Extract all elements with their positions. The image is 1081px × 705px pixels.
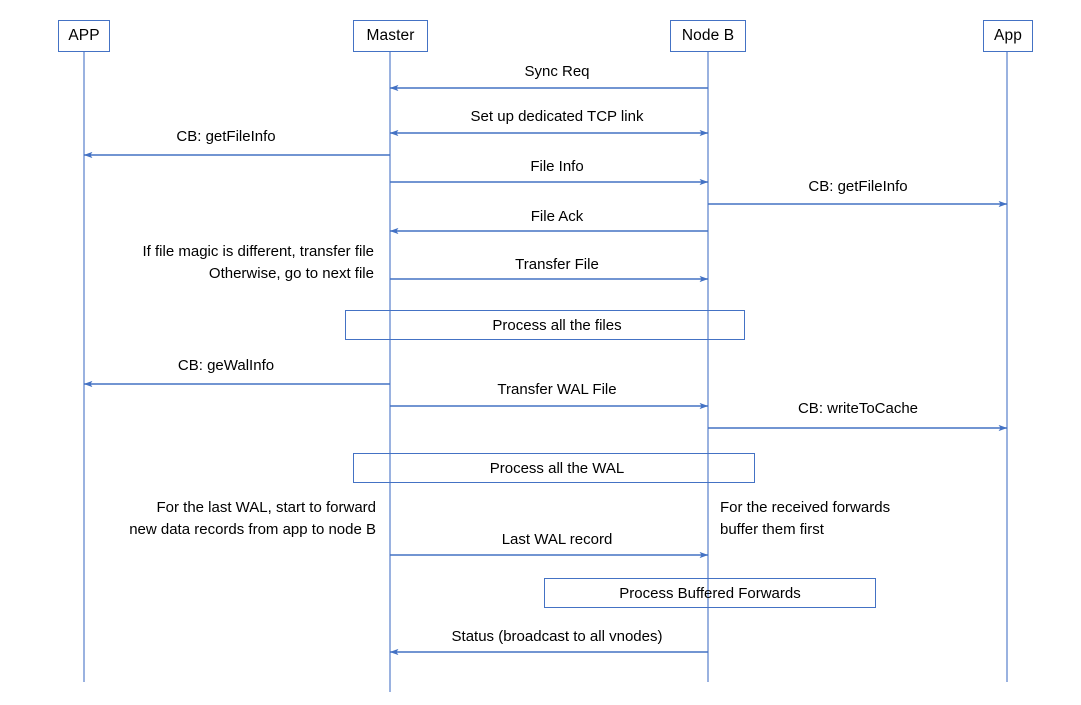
message-label-m6: File Ack xyxy=(530,208,584,225)
fragment-box-f3 xyxy=(544,578,876,608)
fragment-box-f1 xyxy=(345,310,745,340)
note-n3: For the received forwards buffer them fi… xyxy=(720,499,891,538)
message-label-m8: CB: geWalInfo xyxy=(177,357,275,374)
fragment-label-f2: Process all the WAL xyxy=(489,460,625,477)
lifelines-layer xyxy=(83,52,1008,692)
participant-node_b[interactable]: Node B xyxy=(670,20,746,52)
message-label-m5: CB: getFileInfo xyxy=(808,178,908,195)
message-label-m7: Transfer File xyxy=(515,256,599,273)
message-label-m3: CB: getFileInfo xyxy=(176,128,276,145)
participant-app_right[interactable]: App xyxy=(983,20,1033,52)
note-n2: For the last WAL, start to forward new d… xyxy=(129,499,376,538)
message-label-m1: Sync Req xyxy=(524,63,590,80)
message-label-m9: Transfer WAL File xyxy=(497,381,617,398)
fragment-label-f1: Process all the files xyxy=(492,317,622,334)
arrows-layer xyxy=(83,84,1008,656)
note-n1: If file magic is different, transfer fil… xyxy=(142,243,374,282)
message-label-m2: Set up dedicated TCP link xyxy=(470,108,644,125)
participant-label: Node B xyxy=(681,27,735,45)
participant-label: App xyxy=(994,27,1022,45)
message-label-m4: File Info xyxy=(530,158,584,175)
participant-master[interactable]: Master xyxy=(353,20,428,52)
message-label-m11: Last WAL record xyxy=(501,531,613,548)
participant-app_left[interactable]: APP xyxy=(58,20,110,52)
fragment-label-f3: Process Buffered Forwards xyxy=(619,585,801,602)
participant-label: Master xyxy=(366,27,415,45)
message-label-m12: Status (broadcast to all vnodes) xyxy=(451,628,663,645)
participant-label: APP xyxy=(68,27,100,45)
fragment-box-f2 xyxy=(353,453,755,483)
message-label-m10: CB: writeToCache xyxy=(797,400,919,417)
